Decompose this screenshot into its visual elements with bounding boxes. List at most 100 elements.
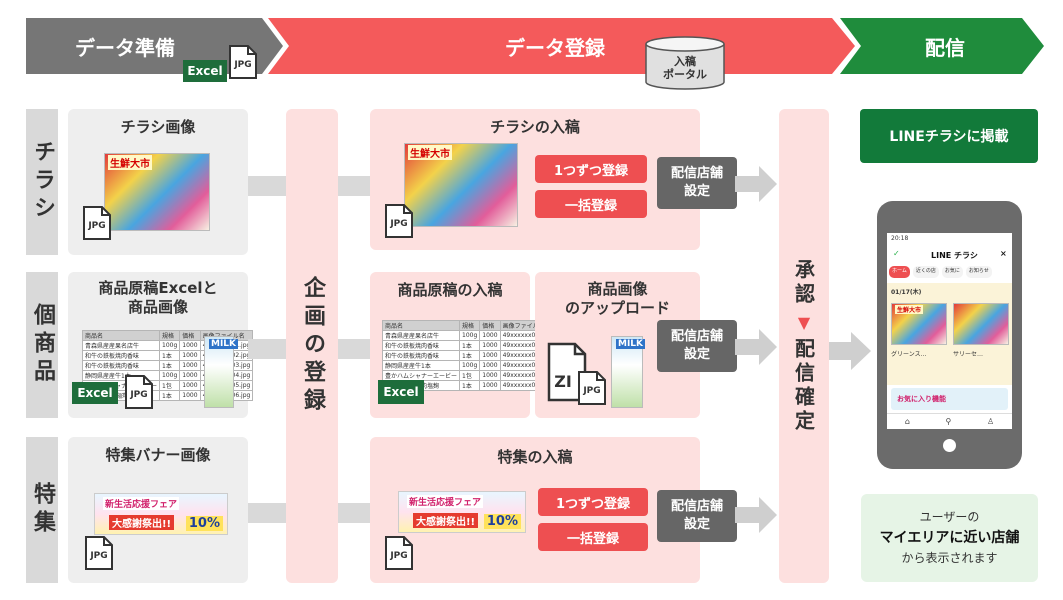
table-cell: 100g	[159, 370, 181, 381]
jpg-icon-label: JPG	[88, 221, 106, 231]
table-cell: 1本	[459, 380, 481, 391]
milk-label: MILK	[616, 339, 646, 349]
flyer-headline: 生鮮大市	[108, 155, 152, 170]
table-cell: 1本	[459, 350, 481, 361]
jpg-icon-label: JPG	[583, 386, 601, 396]
prep-panel-product: 商品原稿Excelと 商品画像 商品名規格価格画像ファイル名青森県産産果名店牛1…	[68, 272, 254, 418]
register-single-button[interactable]: 1つずつ登録	[538, 488, 648, 516]
banner-badge: 10%	[483, 514, 521, 529]
home-icon[interactable]: ⌂	[904, 417, 910, 426]
store-setting-button-feature[interactable]: 配信店舗 設定	[657, 490, 737, 542]
phone-tab-near[interactable]: 近くの店	[912, 266, 939, 278]
table-cell: 1本	[159, 360, 181, 371]
jpg-file-icon: JPG	[84, 535, 114, 571]
row-label-product: 個商品	[26, 272, 58, 418]
table-cell: 商品名	[81, 330, 161, 341]
table-cell: 1000	[179, 380, 201, 391]
planning-bar: 企画の登録	[286, 109, 338, 583]
phone-card-label: サリーセ…	[953, 351, 984, 358]
phone-tab-home[interactable]: ホーム	[889, 266, 910, 278]
register-bulk-button[interactable]: 一括登録	[538, 523, 648, 551]
table-cell: 和牛の鉄板焼肉香味	[81, 350, 161, 361]
search-icon[interactable]: ⚲	[945, 417, 952, 426]
table-cell: 1000	[479, 370, 501, 381]
phone-card-label: グリーンス…	[891, 351, 927, 358]
phone-tab-fav[interactable]: お気に	[941, 266, 963, 278]
line-post-badge: LINEチラシに掲載	[860, 109, 1038, 163]
connector-product-1	[248, 339, 286, 359]
approval-down-arrow-icon: ▼	[797, 312, 811, 332]
jpg-file-icon: JPG	[384, 203, 414, 239]
banner-title: 新生活応援フェア	[103, 497, 180, 510]
banner-subtitle: 大感謝祭出!!	[413, 513, 479, 528]
jpg-file-icon: JPG	[228, 44, 258, 80]
table-cell: 1000	[179, 370, 201, 381]
phone-screen: 20:18 ✓ LINE チラシ × ホーム 近くの店 お気に お知らせ 01/…	[887, 233, 1012, 429]
connector-feature-2	[338, 503, 370, 523]
approval-label: 承認	[791, 258, 816, 307]
jpg-icon-label: JPG	[390, 219, 408, 229]
upload-title-product: 商品画像 のアップロード	[564, 279, 670, 318]
row-label-feature: 特集	[26, 437, 58, 583]
close-icon[interactable]: ×	[1000, 249, 1007, 258]
feature-banner-thumbnail: 新生活応援フェア 大感謝祭出!! 10%	[94, 493, 228, 535]
flyer-headline: 生鮮大市	[895, 305, 924, 314]
table-cell: 和牛の鉄板焼肉香味	[381, 350, 461, 361]
jpg-icon-label: JPG	[234, 60, 252, 70]
phone-feed-date: 01/17(木)	[891, 289, 922, 296]
store-setting-button-product[interactable]: 配信店舗 設定	[657, 320, 737, 372]
arrow-right-icon	[735, 329, 777, 365]
portal-label: 入稿 ポータル	[663, 54, 707, 81]
table-cell: 100g	[159, 340, 181, 351]
phone-header: ✓ LINE チラシ ×	[887, 247, 1012, 263]
phone-status-time: 20:18	[891, 235, 909, 242]
table-cell: 和牛の鉄板焼肉香味	[381, 340, 461, 351]
jpg-file-icon: JPG	[82, 205, 112, 241]
phone-feed: 01/17(木) 生鮮大市 グリーンス… サリーセ…	[887, 283, 1012, 385]
table-cell: 規格	[159, 330, 181, 341]
jpg-file-icon: JPG	[384, 535, 414, 571]
table-cell: 1000	[179, 340, 201, 351]
register-panel-feature: 特集の入稿 新生活応援フェア 大感謝祭出!! 10% JPG 1つずつ登録 一括…	[370, 437, 700, 583]
phone-fav-banner[interactable]: お気に入り機能	[891, 388, 1008, 410]
user-icon[interactable]: ♙	[987, 417, 995, 426]
table-cell: 価格	[479, 320, 501, 331]
arrow-right-icon	[735, 166, 777, 202]
table-cell: 1包	[159, 380, 181, 391]
table-cell: 1本	[159, 390, 181, 401]
banner-badge: 10%	[185, 516, 223, 531]
user-note-box: ユーザーの マイエリアに近い店舗 から表示されます	[861, 494, 1038, 582]
jpg-file-icon: JPG	[577, 370, 607, 406]
back-icon[interactable]: ✓	[893, 249, 900, 258]
flyer-headline: 生鮮大市	[408, 145, 452, 160]
phone-flyer-card[interactable]	[953, 303, 1009, 345]
register-single-button[interactable]: 1つずつ登録	[535, 155, 647, 183]
store-setting-button-flyer[interactable]: 配信店舗 設定	[657, 157, 737, 209]
table-cell: 1包	[459, 370, 481, 381]
table-cell: 価格	[179, 330, 201, 341]
phone-app-title: LINE チラシ	[931, 251, 978, 260]
table-cell: 1000	[479, 380, 501, 391]
prep-title-flyer: チラシ画像	[120, 117, 196, 136]
flyer-thumbnail: 生鮮大市	[404, 143, 518, 227]
table-header-row: 商品名規格価格画像ファイル名	[381, 320, 554, 331]
smartphone-mockup: 20:18 ✓ LINE チラシ × ホーム 近くの店 お気に お知らせ 01/…	[877, 201, 1022, 469]
phone-tab-news[interactable]: お知らせ	[965, 266, 992, 278]
banner-title: 新生活応援フェア	[407, 495, 484, 508]
phone-flyer-card[interactable]: 生鮮大市	[891, 303, 947, 345]
connector-flyer-1	[248, 176, 286, 196]
register-bulk-button[interactable]: 一括登録	[535, 190, 647, 218]
table-cell: 1000	[479, 330, 501, 341]
planning-label: 企画の登録	[300, 276, 325, 416]
phone-tab-bar: ホーム 近くの店 お気に お知らせ	[889, 266, 1010, 278]
phone-fav-banner-text: お気に入り機能	[897, 395, 946, 403]
phone-bottom-nav: ⌂ ⚲ ♙	[887, 413, 1012, 429]
prep-panel-feature: 特集バナー画像 新生活応援フェア 大感謝祭出!! 10% JPG	[68, 437, 248, 583]
connector-feature-1	[248, 503, 286, 523]
milk-label: MILK	[209, 339, 239, 349]
